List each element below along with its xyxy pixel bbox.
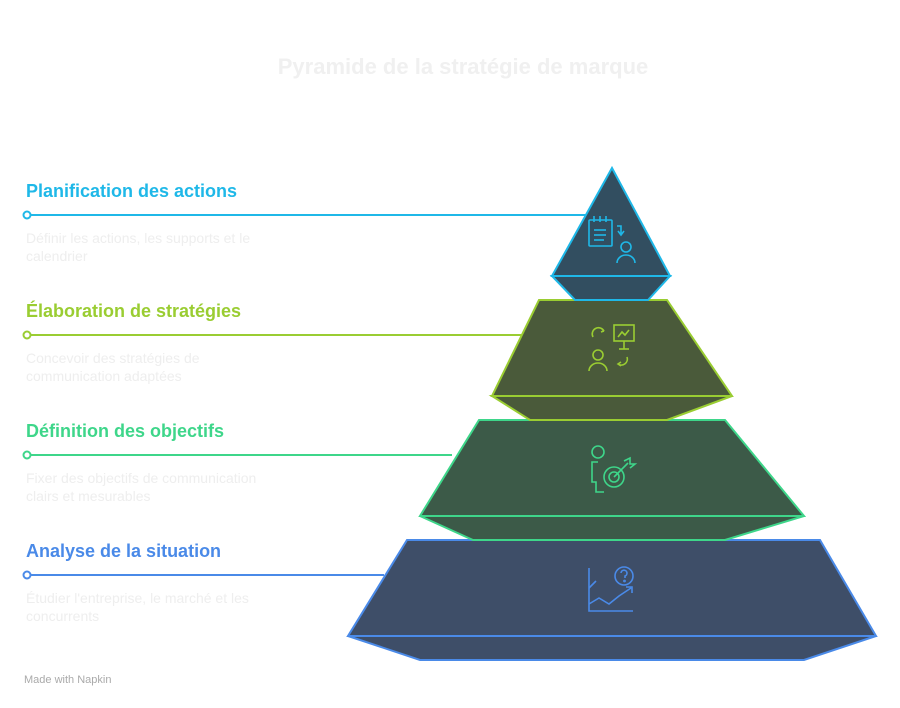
level-2-heading: Élaboration de stratégies [26, 301, 242, 321]
level-4-shape [346, 539, 878, 661]
level-2-description: Concevoir des stratégies de communicatio… [26, 350, 200, 384]
level-4-heading: Analyse de la situation [26, 541, 222, 561]
strategy-presentation-icon [588, 324, 635, 372]
level-1-shape [549, 165, 673, 301]
diagram-title: Pyramide de la stratégie de marque [277, 54, 649, 79]
level-3-description: Fixer des objectifs de communication cla… [26, 470, 257, 504]
person-target-icon [591, 445, 638, 493]
level-1-heading: Planification des actions [26, 181, 238, 201]
level-2-shape [488, 299, 734, 421]
chart-question-icon [588, 566, 634, 612]
level-3-shape [418, 419, 807, 541]
connector-lines [22, 210, 586, 580]
level-1-description: Définir les actions, les supports et le … [26, 230, 251, 264]
calendar-person-icon [588, 216, 636, 264]
napkin-footer: Made with Napkin [24, 674, 112, 686]
level-4-description: Étudier l'entreprise, le marché et les c… [26, 590, 249, 624]
level-3-heading: Définition des objectifs [26, 421, 225, 441]
